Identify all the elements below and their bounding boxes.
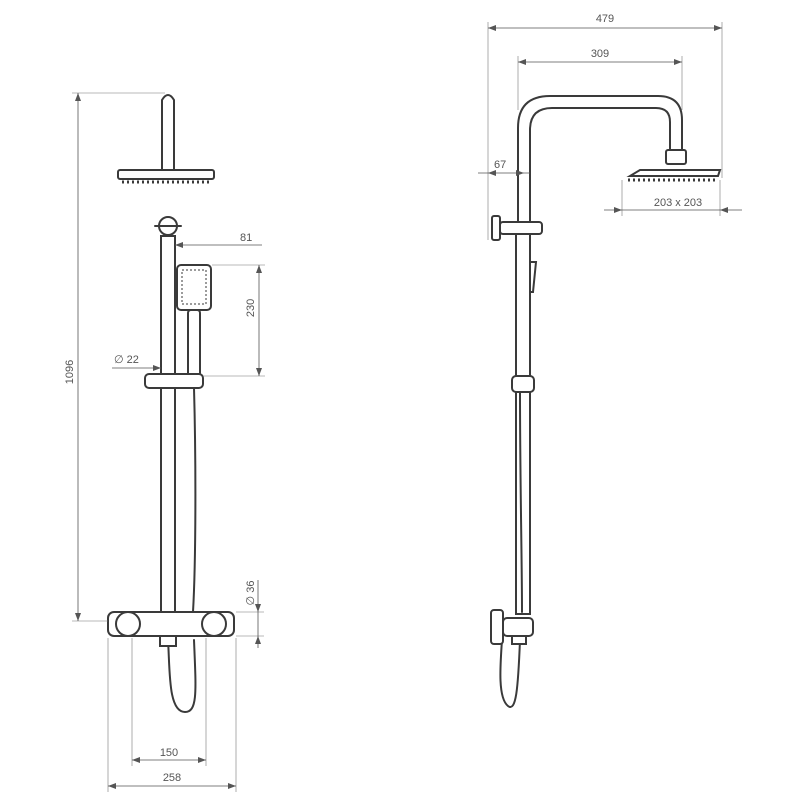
dim-handshower-length: 230 [245, 299, 257, 317]
side-view [490, 95, 722, 708]
front-dimensions: 1096 81 230 ∅ 22 ∅ 36 150 [64, 92, 265, 792]
dim-valve-diameter: ∅ 36 [245, 581, 257, 606]
front-valve-outlet [159, 635, 177, 647]
side-slider-holder [511, 375, 535, 393]
front-handshower-face [181, 269, 207, 305]
front-riser-arm [161, 94, 175, 173]
side-dimensions: 479 309 67 203 x 203 [478, 13, 742, 240]
side-shower-head [626, 169, 722, 177]
front-view [107, 94, 235, 713]
dim-height: 1096 [64, 360, 76, 384]
front-slider-holder [144, 373, 204, 389]
dim-total-width: 258 [163, 772, 181, 784]
side-hose [499, 391, 523, 708]
front-valve-left-knob [115, 611, 141, 637]
side-head-connector [665, 149, 687, 165]
side-valve-knob [490, 609, 504, 645]
dim-arm-length: 309 [591, 48, 609, 60]
front-hose [167, 387, 197, 713]
dim-rail-diameter: ∅ 22 [114, 354, 139, 366]
dim-head-size: 203 x 203 [654, 197, 702, 209]
side-wall-bracket [491, 215, 501, 241]
front-slide-rail [160, 235, 176, 613]
dim-projection: 479 [596, 13, 614, 25]
side-slide-rail [515, 233, 531, 615]
front-handshower-handle [187, 309, 201, 377]
front-valve-right-knob [201, 611, 227, 637]
dim-arm-offset: 81 [240, 232, 252, 244]
front-shower-head [117, 169, 215, 180]
side-overhead-arm [517, 95, 683, 223]
dim-inlet-centres: 150 [160, 747, 178, 759]
side-valve-outlet [511, 635, 527, 645]
side-handshower [529, 261, 538, 293]
dim-wall-offset: 67 [494, 159, 506, 171]
side-valve-body [502, 617, 534, 637]
